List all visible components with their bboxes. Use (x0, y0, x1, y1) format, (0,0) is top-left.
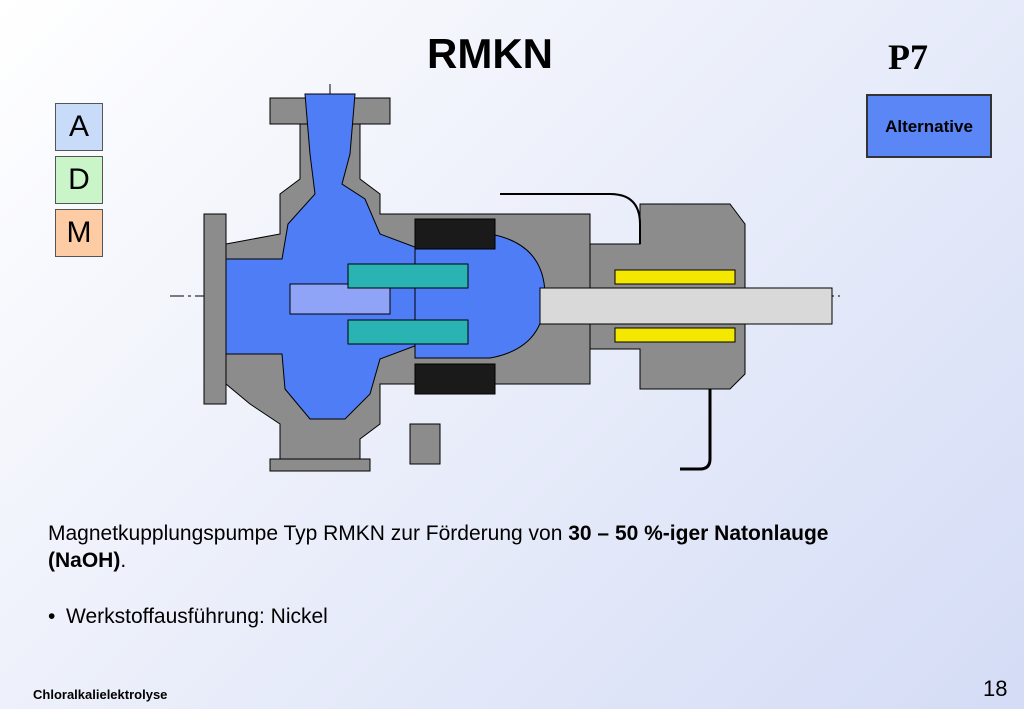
bearing-sleeve-upper (614, 269, 736, 285)
material-bullet: • Werkstoffausführung: Nickel (48, 605, 328, 629)
badge-a: A (55, 103, 103, 151)
bearing-bracket (500, 193, 641, 244)
drain-pipe (680, 389, 712, 471)
inner-magnet-lower (347, 319, 469, 345)
badge-m: M (55, 209, 103, 257)
description-text: Magnetkupplungspumpe Typ RMKN zur Förder… (48, 522, 569, 545)
description-end: . (120, 549, 127, 572)
outer-magnet-lower (414, 363, 496, 395)
inner-magnet-upper (347, 263, 469, 289)
bearing-sleeve-lower (614, 327, 736, 343)
support-foot (269, 458, 371, 472)
inlet-flange (203, 213, 227, 405)
bullet-dot-icon: • (48, 605, 56, 628)
description-concentration: 30 – 50 %-iger Natonlauge (568, 522, 829, 545)
material-text: Werkstoffausführung: Nickel (66, 605, 328, 628)
bracket-foot (409, 423, 441, 465)
page-code: P7 (888, 37, 928, 77)
slide-title: RMKN (427, 30, 553, 77)
description-naoh: (NaOH) (48, 549, 121, 572)
outer-magnet-upper (414, 218, 496, 250)
page-number: 18 (983, 676, 1008, 701)
pump-cross-section-diagram (170, 84, 840, 472)
pump-description: Magnetkupplungspumpe Typ RMKN zur Förder… (48, 520, 948, 574)
badge-d: D (55, 156, 103, 204)
footer-label: Chloralkalielektrolyse (33, 687, 168, 702)
alternative-button[interactable]: Alternative (866, 94, 992, 158)
impeller-hub (289, 283, 391, 315)
drive-shaft (539, 287, 833, 325)
